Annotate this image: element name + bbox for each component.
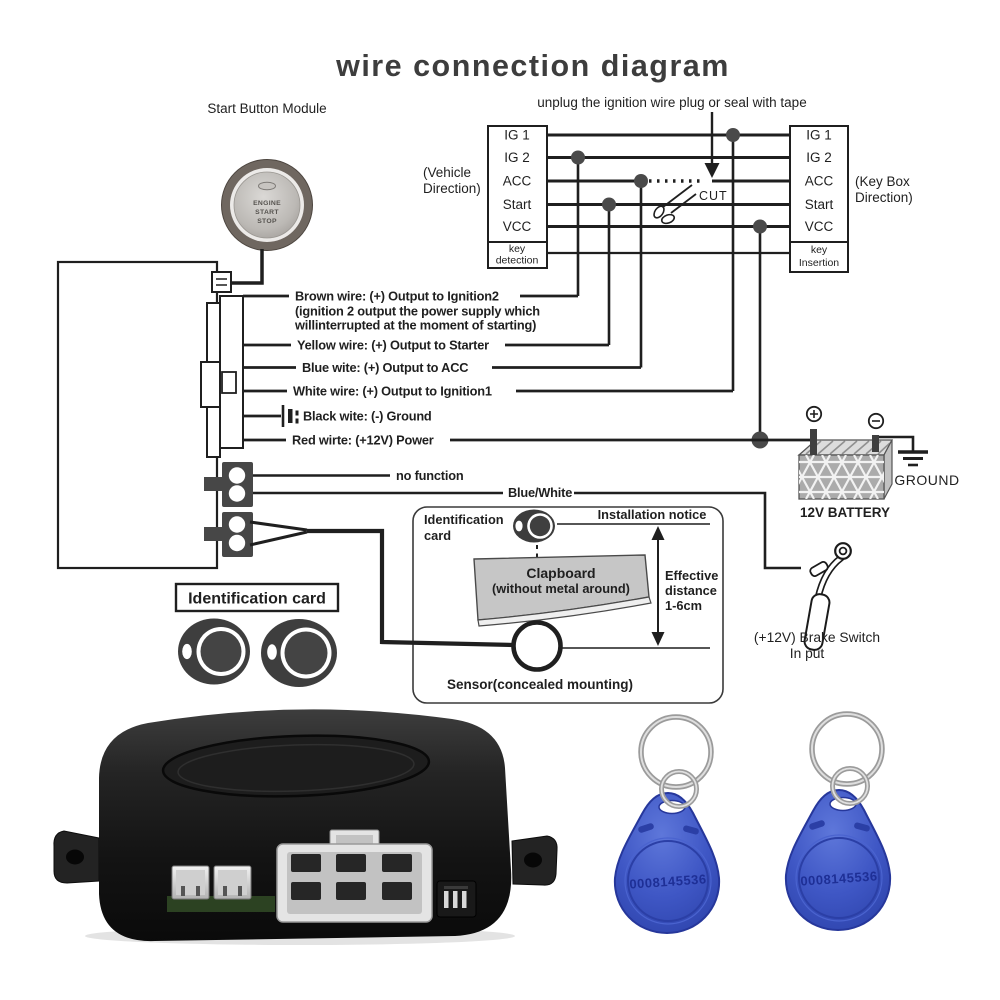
vehicle-detection-label: detection: [496, 255, 539, 267]
white-wire-label: White wire: (+) Output to Ignition1: [293, 384, 492, 399]
sensor-wire: [307, 528, 515, 648]
vehicle-connector-box: IG 1 IG 2 ACC Start VCC key detection (V…: [423, 125, 548, 269]
device-pcb-edge: [167, 896, 275, 912]
yellow-wire-label: Yellow wire: (+) Output to Starter: [297, 338, 489, 353]
keybox-insertion-label: Insertion: [799, 257, 839, 269]
negative-terminal-icon: [867, 412, 885, 430]
identification-card-box: [174, 582, 340, 613]
black-wire-ground-icon: [281, 405, 299, 427]
blue-key-fob-2: 0008145536: [784, 711, 892, 932]
keybox-pin-vcc: VCC: [805, 219, 834, 234]
no-function-label: no function: [396, 468, 464, 483]
vehicle-pin-acc: ACC: [503, 174, 532, 189]
bus-wires: [547, 133, 790, 255]
button-text-stop: STOP: [257, 218, 277, 225]
effective-distance-label-2: distance: [665, 583, 717, 598]
effective-distance-label-3: 1-6cm: [665, 598, 702, 613]
battery-label: 12V BATTERY: [800, 505, 890, 520]
cut-label: CUT: [699, 189, 728, 203]
vehicle-pin-start: Start: [503, 197, 532, 212]
brake-switch-illustration: (+12V) Brake Switch In put: [754, 542, 880, 661]
blue-white-label: Blue/White: [508, 485, 572, 500]
fob-serial-number-2: 0008145536: [800, 868, 878, 888]
keybox-pin-ig2: IG 2: [806, 150, 832, 165]
aux-connector-upper: [204, 462, 253, 507]
ground-label: GROUND: [894, 472, 959, 488]
vehicle-direction-label-1: (Vehicle: [423, 165, 471, 180]
device-3pin-connector: [436, 880, 477, 918]
scissors-cut-icon: [653, 184, 697, 225]
clapboard-label-1: Clapboard: [526, 565, 595, 581]
control-module-outline: [56, 260, 244, 570]
keybox-direction-label-2: Direction): [855, 190, 913, 205]
fob-serial-number-1: 0008145536: [629, 871, 707, 891]
keybox-pin-start: Start: [805, 197, 834, 212]
clapboard-illustration: [473, 554, 652, 627]
idcard-fob-icon: [513, 509, 555, 543]
keybox-pin-acc: ACC: [805, 174, 834, 189]
vertical-drop-wires: [576, 135, 762, 440]
brown-wire-label: Brown wire: (+) Output to Ignition2: [295, 289, 499, 304]
dark-fob-icon-1: [178, 618, 250, 685]
page-title: wire connection diagram: [335, 49, 730, 83]
aux-wires: [249, 474, 801, 570]
button-text-start: START: [255, 209, 279, 216]
positive-terminal-icon: [805, 405, 823, 423]
installation-notice-box: Identification card Installation notice …: [412, 506, 724, 704]
start-button-wire: [231, 249, 264, 285]
subtitle-unplug-note: unplug the ignition wire plug or seal wi…: [537, 95, 806, 110]
wire-stub-lines: [243, 294, 810, 442]
vehicle-pin-ig2: IG 2: [504, 150, 530, 165]
brown-wire-note-1: (ignition 2 output the power supply whic…: [295, 304, 540, 319]
start-button-module-label: Start Button Module: [207, 101, 326, 116]
keybox-key-label: key: [811, 244, 828, 256]
keybox-connector-box: IG 1 IG 2 ACC Start VCC key Insertion (K…: [789, 125, 913, 273]
identification-card-label: Identification card: [188, 591, 326, 608]
button-text-engine: ENGINE: [253, 200, 281, 207]
blue-key-fob-1: 0008145536: [613, 714, 721, 935]
brown-wire-note-2: willinterrupted at the moment of startin…: [294, 318, 536, 333]
aux-connector-lower: [204, 512, 253, 557]
effective-distance-label-1: Effective: [665, 568, 718, 583]
vehicle-key-label: key: [509, 243, 526, 255]
engine-start-button-icon: ENGINE START STOP: [221, 159, 313, 251]
device-main-connector: [276, 829, 433, 923]
installation-notice-title: Installation notice: [598, 507, 707, 522]
ground-symbol-icon: [898, 450, 928, 467]
vehicle-pin-vcc: VCC: [503, 219, 532, 234]
keybox-direction-label-1: (Key Box: [855, 174, 910, 189]
brake-switch-label-1: (+12V) Brake Switch: [754, 630, 880, 645]
installation-idcard-label-1: Identification: [424, 512, 504, 527]
junction-dots: [571, 128, 769, 449]
sensor-label: Sensor(concealed mounting): [447, 677, 633, 692]
red-wire-label: Red wirte: (+12V) Power: [292, 433, 434, 448]
device-2pin-connector-1: [171, 865, 210, 900]
installation-idcard-label-2: card: [424, 528, 451, 543]
unplug-arrow-icon: [704, 112, 720, 178]
black-wire-label: Black wite: (-) Ground: [303, 409, 432, 424]
battery-illustration: 12V BATTERY GROUND: [797, 405, 959, 520]
blue-wire-label: Blue wite: (+) Output to ACC: [302, 360, 468, 375]
dark-fob-icon-2: [261, 619, 337, 687]
device-2pin-connector-2: [213, 865, 252, 900]
sensor-coil-icon: [511, 620, 563, 672]
clapboard-label-2: (without metal around): [492, 581, 630, 596]
brake-switch-label-2: In put: [790, 646, 825, 661]
vehicle-direction-label-2: Direction): [423, 181, 481, 196]
keybox-pin-ig1: IG 1: [806, 128, 832, 143]
vehicle-pin-ig1: IG 1: [504, 128, 530, 143]
control-unit-device: [53, 709, 558, 945]
distance-double-arrow-icon: [651, 526, 665, 646]
